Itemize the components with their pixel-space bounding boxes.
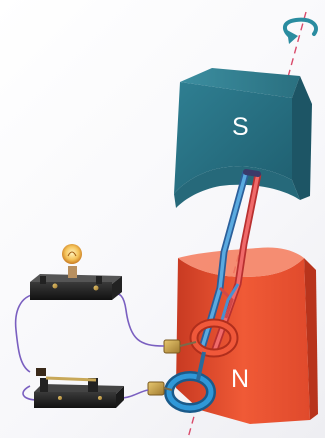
light-bulb-icon bbox=[30, 244, 122, 300]
knife-switch-icon bbox=[34, 368, 124, 408]
south-pole-label: S bbox=[232, 115, 249, 140]
rotate-ccw-icon bbox=[285, 20, 316, 44]
north-pole-label: N bbox=[231, 367, 249, 392]
